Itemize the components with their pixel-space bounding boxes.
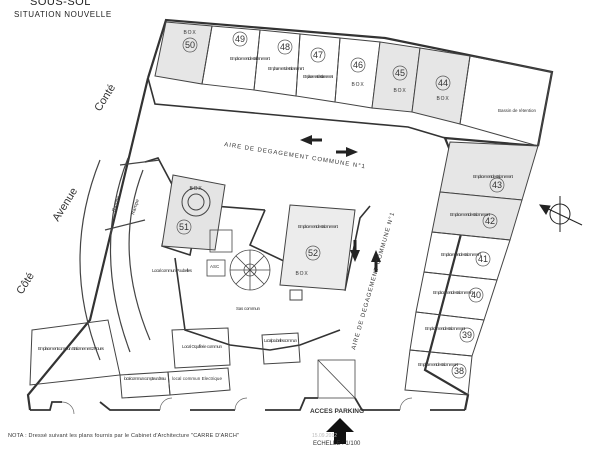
parking-label-39: Emplacement de stationnement (425, 326, 466, 331)
room-local-poubelles: Local commun Poubelles (152, 268, 193, 273)
date-stamp: 15.09.2012 (312, 433, 338, 439)
plan-subtitle: SITUATION NOUVELLE (14, 10, 112, 19)
box-label-50: BOX (184, 30, 197, 36)
lot-number-44: 44 (438, 78, 448, 88)
lot-number-51: 51 (179, 222, 189, 232)
parking-label-43: Emplacement de stationnement (473, 174, 514, 179)
lot-number-46: 46 (353, 60, 363, 70)
room-sas: Sas commun (236, 306, 260, 311)
box-label-46: BOX (352, 82, 365, 88)
lot-number-40: 40 (471, 290, 481, 300)
parking-label-42: Emplacement de stationnement (450, 212, 491, 217)
bottom-wall (30, 397, 465, 411)
lot-number-39: 39 (462, 330, 472, 340)
box-label-45: BOX (394, 88, 407, 94)
parking-label-49: Emplacement de stationnement (230, 56, 271, 61)
aisle-label-right: AIRE DE DEGAGEMENT COMMUNE N°1 (351, 211, 396, 350)
room-asc: ASC (210, 264, 220, 269)
door-swings (61, 397, 413, 415)
room-bassin: Bassin de rétention (498, 108, 536, 113)
lot-number-52: 52 (308, 248, 318, 258)
box-51-area (161, 174, 226, 251)
ramp-walls (79, 157, 161, 361)
lot-number-41: 41 (478, 254, 488, 264)
top-box-row (154, 21, 553, 147)
street-label-conte: Conté (92, 82, 118, 113)
lot-number-49: 49 (235, 34, 245, 44)
street-label-cote: Côté (14, 271, 36, 297)
entrance-gate (317, 359, 356, 399)
parking-label-47: Emplacement de stationnement (303, 74, 334, 79)
parking-label-38: Emplacement de stationnement (418, 362, 459, 367)
box-label-51: BOX (190, 186, 203, 192)
lot-number-48: 48 (280, 42, 290, 52)
room-local-electrique: local commun Electrique (172, 376, 222, 381)
entrance-arrow (326, 418, 354, 444)
aisle-label-top: AIRE DE DEGAGEMENT COMMUNE N°1 (224, 142, 366, 170)
street-label-avenue: Avenue (50, 186, 80, 224)
room-local-oqufferie: Local Oqufferie commun (182, 344, 222, 349)
box-label-52: BOX (296, 271, 309, 277)
stairwell (206, 229, 271, 291)
room-local-poubelles-small: Local poubelles commun (264, 338, 297, 343)
parking-label-41: Emplacement de stationnement (441, 252, 482, 257)
north-arrow-icon (538, 196, 583, 232)
lot-number-43: 43 (492, 180, 502, 190)
traffic-arrows (300, 135, 381, 272)
box-label-44: BOX (437, 96, 450, 102)
lot-number-42: 42 (485, 216, 495, 226)
plan-title: SOUS-SOL (30, 0, 91, 8)
parking-label-48: Emplacement de stationnement (268, 66, 305, 71)
room-local-compteur-eau: local commun compteur d'eau (124, 376, 166, 381)
lot-number-38: 38 (454, 366, 464, 376)
parking-label-52: Emplacement de stationnement (298, 224, 339, 229)
room-stationnement-commun: Emplacement commun Stationnement 2 Roues (38, 346, 105, 351)
entrance-label: ACCES PARKING (310, 408, 364, 415)
lot-number-50: 50 (185, 40, 195, 50)
right-box-column (404, 141, 539, 396)
lot-number-circles (176, 31, 505, 379)
room-ramp-1: Rampe (111, 195, 122, 212)
lot-number-47: 47 (313, 50, 323, 60)
room-ramp-2: Rampe (130, 198, 141, 215)
parking-label-40: Emplacement de stationnement (433, 290, 474, 295)
lower-rooms (29, 319, 301, 399)
nota-text: NOTA : Dressé suivant les plans fournis … (8, 433, 240, 439)
lot-number-45: 45 (395, 68, 405, 78)
scale-label: ECHELLE : 1/100 (313, 441, 361, 447)
